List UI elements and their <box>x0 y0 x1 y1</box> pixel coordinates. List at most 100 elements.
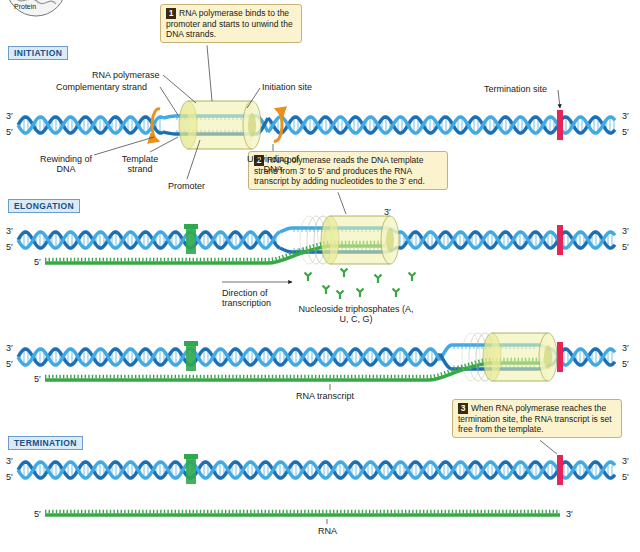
base-pair <box>399 232 401 248</box>
base-pair <box>355 349 357 365</box>
nucleotide <box>409 273 416 282</box>
strand-end: 3′ <box>6 111 13 121</box>
part-label: Initiation site <box>262 82 312 92</box>
part-label: Protein <box>14 3 36 11</box>
callout-leader <box>207 45 212 101</box>
rna-strand <box>45 512 560 516</box>
promoter-cap <box>184 341 198 346</box>
base-pair <box>55 462 57 478</box>
part-label: Nucleoside triphosphates (A, U, C, G) <box>296 304 416 324</box>
promoter-cap <box>184 454 198 459</box>
heading-text: TERMINATION <box>14 438 77 448</box>
pointer-arrow <box>558 90 560 108</box>
base-pair <box>609 117 611 133</box>
base-pair <box>175 462 177 478</box>
part-label: Termination site <box>484 84 547 94</box>
dna-helix <box>18 462 615 478</box>
base-pair <box>99 117 101 133</box>
callout-box: 3When RNA polymerase reaches the termina… <box>452 399 622 438</box>
dna-strand <box>18 349 440 365</box>
base-pair <box>475 232 477 248</box>
dna-strand <box>18 232 280 248</box>
termination-mark <box>557 455 563 485</box>
base-pair <box>429 117 431 133</box>
promoter-mark <box>184 224 198 254</box>
rna-bases <box>45 510 560 514</box>
termination-mark <box>557 110 563 140</box>
strand-end: 3′ <box>622 226 629 236</box>
callout-text: RNA polymerase binds to the promoter and… <box>166 8 293 39</box>
nucleotide <box>393 289 400 298</box>
dna-strand <box>18 232 280 248</box>
base-pair <box>115 117 117 133</box>
strand-end: 5′ <box>6 472 13 482</box>
base-pair <box>445 117 447 133</box>
strand-end: 5′ <box>34 374 41 384</box>
base-pair <box>595 232 597 248</box>
part-label: RNA transcript <box>296 391 354 401</box>
polymerase-edge <box>330 216 390 217</box>
base-pair <box>505 117 507 133</box>
base-pair <box>399 349 401 365</box>
base-pair <box>595 349 597 365</box>
base-pair <box>355 462 357 478</box>
base-pair <box>159 349 161 365</box>
rna-backbone <box>45 513 560 517</box>
polymerase-edge <box>330 264 390 265</box>
dna-helix <box>398 232 615 248</box>
strand-end: 5′ <box>6 242 13 252</box>
base-pair <box>579 232 581 248</box>
base-pair <box>385 117 387 133</box>
strand-end: 5′ <box>622 472 629 482</box>
callout-leader <box>540 440 557 454</box>
strand-end: 3′ <box>622 456 629 466</box>
base-pair <box>415 232 417 248</box>
base-pair <box>549 117 551 133</box>
leader-line <box>187 140 200 179</box>
base-pair <box>115 232 117 248</box>
base-pair <box>369 117 371 133</box>
part-label: Promoter <box>168 181 205 191</box>
base-pair <box>415 462 417 478</box>
base-pair <box>339 349 341 365</box>
base-pair <box>159 117 161 133</box>
base-pair <box>459 462 461 478</box>
strand-end: 5′ <box>6 127 13 137</box>
base-pair <box>565 117 567 133</box>
base-pair <box>159 462 161 478</box>
strand-end: 3′ <box>622 343 629 353</box>
rewinding-arrow <box>152 109 160 141</box>
dna-strand <box>18 117 163 133</box>
polymerase-edge <box>492 381 548 382</box>
base-pair <box>399 462 401 478</box>
callout-box: 1RNA polymerase binds to the promoter an… <box>160 4 302 43</box>
base-pair <box>579 462 581 478</box>
base-pair <box>279 349 281 365</box>
strand-end: 3′ <box>6 226 13 236</box>
base-pair <box>279 462 281 478</box>
polymerase-hole <box>248 113 256 137</box>
dna-helix <box>18 349 440 365</box>
polymerase-front <box>381 216 399 264</box>
part-label: RNA polymerase <box>92 70 160 80</box>
base-pair <box>459 232 461 248</box>
motion-ring <box>300 216 318 264</box>
nucleotides <box>305 269 416 300</box>
base-pair <box>519 462 521 478</box>
part-label: Unwinding of DNA <box>244 154 302 174</box>
callout-leader <box>338 192 346 214</box>
base-pair <box>115 462 117 478</box>
promoter-cap <box>184 224 198 229</box>
base-pair <box>55 117 57 133</box>
part-label: RNA <box>318 526 337 536</box>
strand-end: 3′ <box>384 207 391 217</box>
leader-line <box>330 384 331 390</box>
promoter-mark <box>184 454 198 484</box>
base-pair <box>535 462 537 478</box>
promoter-block <box>186 226 196 254</box>
dna-strand <box>18 117 163 133</box>
polymerase-edge <box>188 149 252 150</box>
base-pair <box>235 349 237 365</box>
